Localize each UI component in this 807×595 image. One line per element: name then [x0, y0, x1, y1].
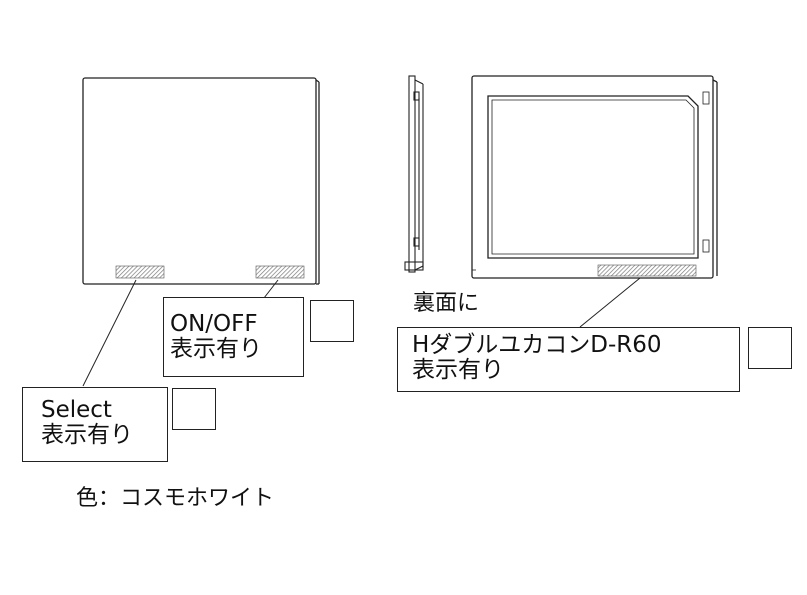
back-panel	[471, 75, 718, 279]
select-display-area	[115, 265, 165, 279]
onoff-label-line1: ON/OFF	[170, 311, 258, 337]
model-checkbox[interactable]	[748, 327, 792, 369]
model-label-line1: HダブルユカコンD-R60	[412, 332, 662, 358]
model-label-line2: 表示有り	[412, 357, 504, 383]
model-label-box: HダブルユカコンD-R60 表示有り	[397, 327, 740, 392]
onoff-leader-line	[263, 279, 279, 299]
onoff-label-box: ON/OFF 表示有り	[163, 297, 304, 377]
select-leader-line	[82, 279, 137, 387]
side-profile-view	[404, 75, 424, 273]
model-leader-line	[579, 277, 641, 328]
onoff-checkbox[interactable]	[310, 300, 354, 342]
select-label-line1: Select	[41, 397, 112, 423]
onoff-label-line2: 表示有り	[170, 336, 262, 362]
color-note: 色：コスモホワイト	[76, 486, 275, 511]
back-side-heading: 裏面に	[413, 291, 480, 316]
select-label-line2: 表示有り	[41, 422, 133, 448]
front-panel	[82, 77, 320, 285]
onoff-display-area	[255, 265, 305, 279]
model-display-area	[597, 264, 697, 277]
select-checkbox[interactable]	[172, 388, 216, 430]
select-label-box: Select 表示有り	[22, 387, 168, 462]
